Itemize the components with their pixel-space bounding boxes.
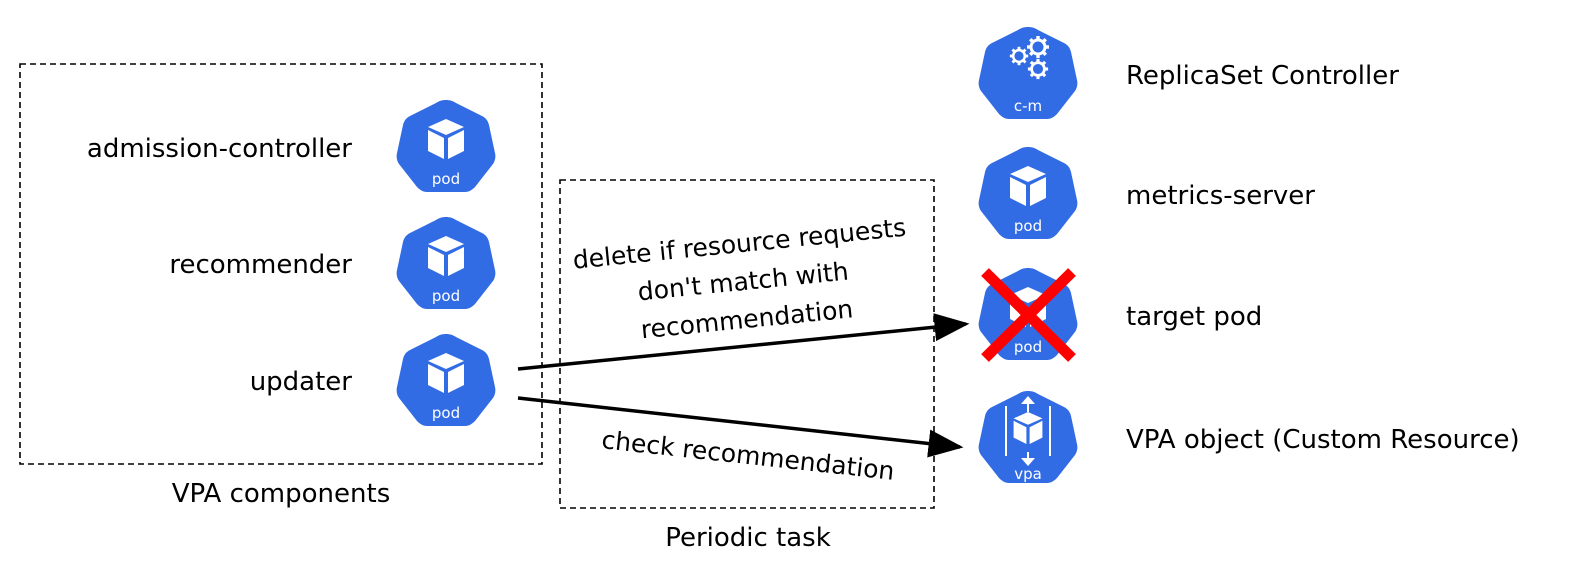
pod-icon-text: pod: [432, 287, 460, 305]
metrics-server-pod-icon: pod: [978, 147, 1078, 239]
admission-controller-label: admission-controller: [87, 134, 352, 164]
vpa-icon: vpa: [978, 391, 1078, 483]
vpa-object-label: VPA object (Custom Resource): [1126, 425, 1520, 455]
delete-arrow-label: delete if resource requests don't match …: [571, 213, 907, 345]
recommender-label: recommender: [169, 250, 352, 280]
controller-manager-icon: c-m: [978, 27, 1078, 119]
delete-label-line-1: delete if resource requests: [571, 213, 907, 275]
admission-controller-pod-icon: pod: [396, 100, 496, 192]
vpa-components-caption: VPA components: [172, 479, 391, 509]
delete-arrow: [517, 313, 970, 371]
recommender-pod-icon: pod: [396, 217, 496, 309]
vpa-components-box: [19, 63, 543, 465]
vpa-icon-text: vpa: [1014, 465, 1042, 483]
target-pod-icon: pod: [978, 268, 1078, 360]
updater-label: updater: [250, 367, 353, 397]
periodic-task-box: [559, 179, 935, 509]
replicaset-controller-label: ReplicaSet Controller: [1126, 61, 1399, 91]
metrics-server-label: metrics-server: [1126, 181, 1315, 211]
pod-icon-text: pod: [1014, 338, 1042, 356]
periodic-task-caption: Periodic task: [665, 523, 831, 553]
pod-icon-text: pod: [432, 170, 460, 188]
updater-pod-icon: pod: [396, 334, 496, 426]
check-arrow: [517, 396, 964, 458]
controller-manager-icon-text: c-m: [1014, 97, 1042, 115]
cross-out-icon: [981, 268, 1076, 362]
target-pod-label: target pod: [1126, 302, 1262, 332]
pod-icon-text: pod: [432, 404, 460, 422]
pod-icon-text: pod: [1014, 217, 1042, 235]
